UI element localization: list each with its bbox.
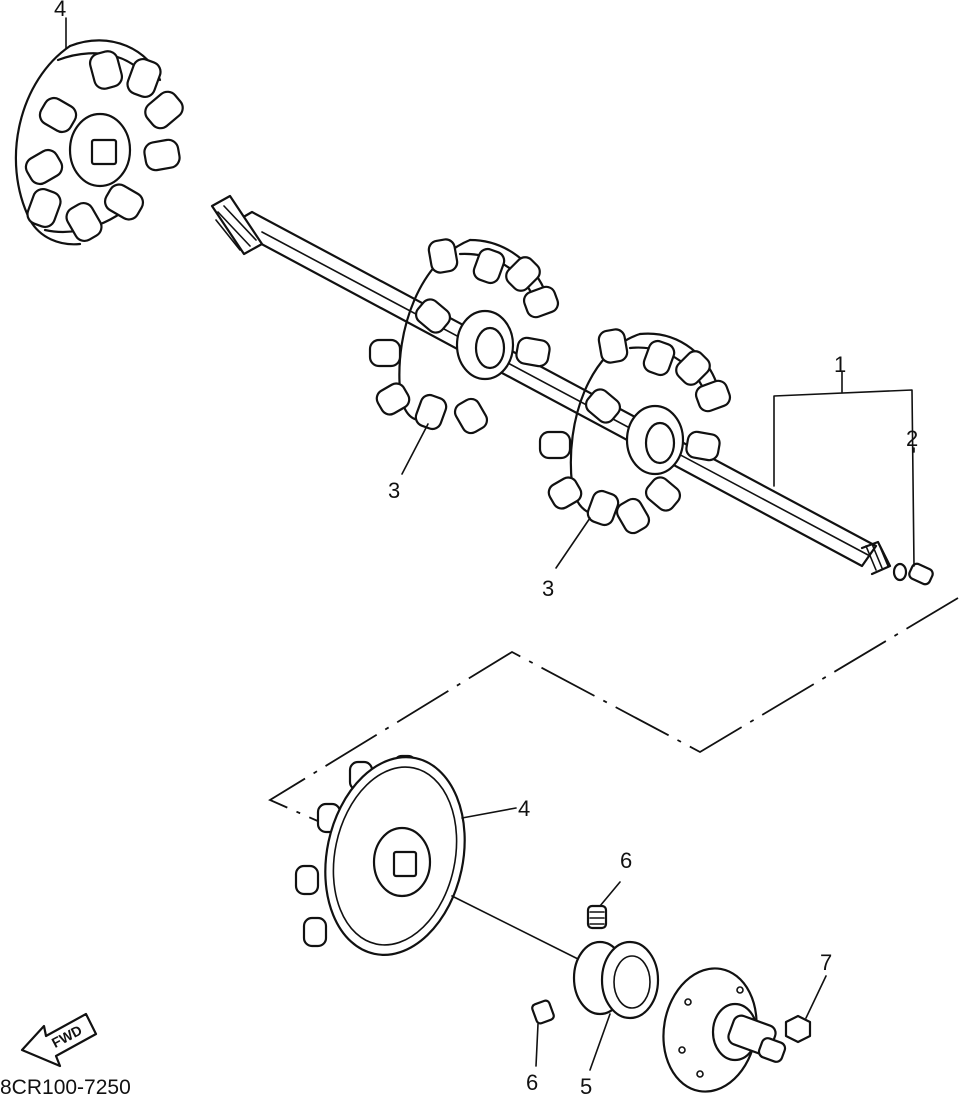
label-part-3-left: 3 [388, 478, 400, 503]
forward-arrow-icon: FWD [20, 1012, 98, 1068]
label-part-3-right: 3 [542, 576, 554, 601]
sprocket-middle-right [538, 328, 732, 535]
label-part-2: 2 [906, 426, 918, 451]
label-part-4-bottom: 4 [518, 796, 530, 821]
label-part-1: 1 [834, 352, 846, 377]
sprocket-wheel-top-left [14, 39, 184, 246]
label-part-6-top: 6 [620, 848, 632, 873]
label-part-6-bottom: 6 [526, 1070, 538, 1095]
drawing-code: 8CR100-7250 [0, 1076, 131, 1098]
sprocket-middle-left [368, 238, 560, 435]
label-part-7: 7 [820, 950, 832, 975]
leader-lines-top [65, 17, 915, 569]
shaft-end-parts [892, 562, 934, 586]
drive-shaft [210, 194, 892, 576]
label-part-4-top: 4 [54, 0, 66, 21]
bearing-assembly [451, 881, 660, 1071]
label-part-5: 5 [580, 1074, 592, 1098]
assembly-outline [268, 597, 959, 823]
sprocket-wheel-bottom [294, 754, 517, 956]
hex-nut [784, 975, 827, 1044]
hub-flange [662, 967, 787, 1093]
